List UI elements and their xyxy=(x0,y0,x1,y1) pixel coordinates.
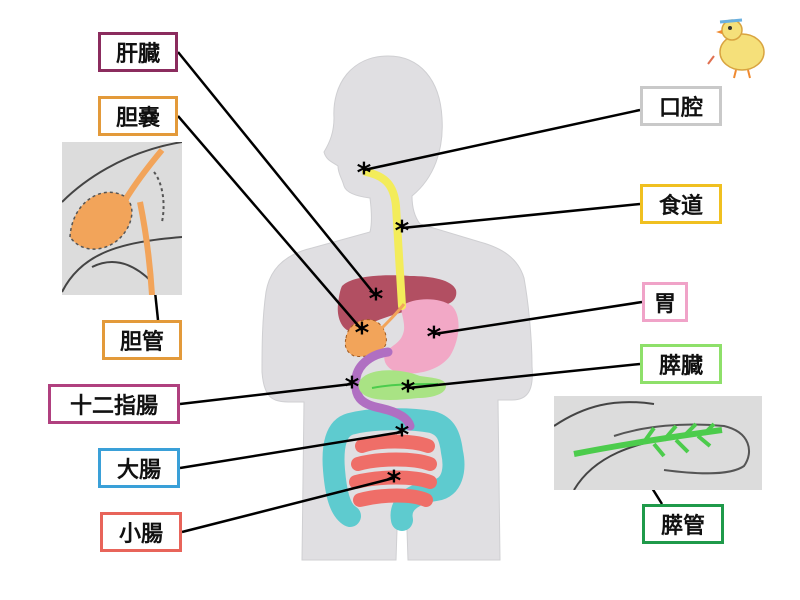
leader-line-large-intestine xyxy=(179,430,403,470)
leader-line-pancreas xyxy=(407,362,641,390)
pancreatic-duct-line xyxy=(371,383,439,389)
label-pancreas: 膵臓 xyxy=(640,344,722,384)
label-pancreatic-duct-text: 膵管 xyxy=(660,514,705,539)
stomach-shape xyxy=(384,299,459,374)
large-intestine-shape xyxy=(322,408,465,531)
duodenum-shape xyxy=(351,347,415,431)
gallbladder-inset xyxy=(62,142,182,295)
liver-shape xyxy=(337,275,457,332)
label-bile-duct: 胆管 xyxy=(102,320,182,360)
label-esophagus-text: 食道 xyxy=(658,194,703,219)
label-liver-text: 肝臓 xyxy=(115,42,160,67)
label-pancreas-text: 膵臓 xyxy=(658,354,703,379)
marker-liver: * xyxy=(369,282,384,315)
leader-line-small-intestine xyxy=(181,476,395,534)
label-pancreatic-duct: 膵管 xyxy=(642,504,724,544)
small-intestine-shape xyxy=(349,434,437,507)
label-small-intestine-text: 小腸 xyxy=(118,522,163,547)
marker-duodenum: * xyxy=(345,370,360,403)
label-large-intestine: 大腸 xyxy=(98,448,180,488)
marker-large-intestine: * xyxy=(395,418,410,451)
label-liver: 肝臓 xyxy=(98,32,178,72)
label-large-intestine-text: 大腸 xyxy=(116,458,161,483)
leader-line-mouth xyxy=(363,108,641,172)
leader-line-liver xyxy=(177,51,377,297)
label-stomach: 胃 xyxy=(642,282,688,322)
marker-pancreas: * xyxy=(401,374,416,407)
label-duodenum: 十二指腸 xyxy=(48,384,180,424)
marker-small-intestine: * xyxy=(387,464,402,497)
leader-line-gallbladder xyxy=(177,115,363,331)
esophagus-shape xyxy=(362,168,406,310)
marker-stomach: * xyxy=(427,320,442,353)
leader-line-esophagus xyxy=(401,202,641,230)
marker-mouth: * xyxy=(357,156,372,189)
label-gallbladder: 胆嚢 xyxy=(98,96,178,136)
label-duodenum-text: 十二指腸 xyxy=(69,394,158,419)
leader-line-stomach xyxy=(433,300,643,336)
marker-gallbladder: * xyxy=(355,316,370,349)
pancreas-inset xyxy=(554,396,762,490)
chick-mascot-icon xyxy=(707,18,765,79)
label-mouth-text: 口腔 xyxy=(658,96,703,121)
label-gallbladder-text: 胆嚢 xyxy=(115,106,160,131)
leader-line-duodenum xyxy=(179,382,353,406)
label-esophagus: 食道 xyxy=(640,184,722,224)
label-bile-duct-text: 胆管 xyxy=(119,330,164,355)
marker-esophagus: * xyxy=(395,214,410,247)
bile-duct-line xyxy=(378,303,406,332)
gallbladder-shape xyxy=(344,319,387,357)
label-small-intestine: 小腸 xyxy=(100,512,182,552)
label-mouth: 口腔 xyxy=(640,86,722,126)
label-stomach-text: 胃 xyxy=(653,292,676,317)
